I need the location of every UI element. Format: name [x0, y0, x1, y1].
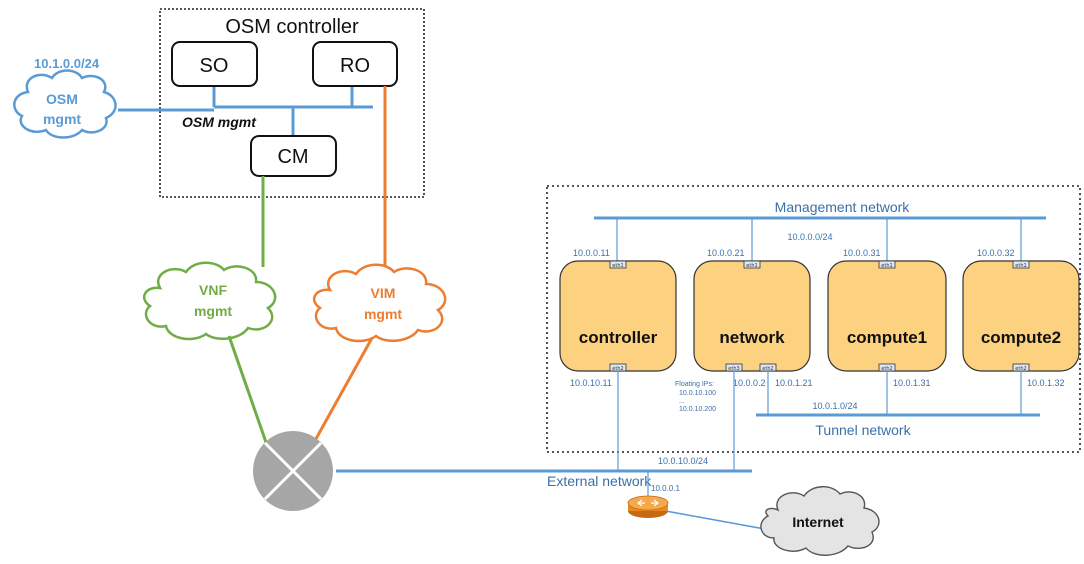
- compute2-eth2-label: eth2: [1015, 366, 1026, 372]
- cm-box: [250, 135, 337, 177]
- tunnel-drops: [767, 371, 1022, 415]
- controller-eth1-label: eth1: [612, 263, 623, 269]
- compute1-eth1-label: eth1: [881, 263, 892, 269]
- controller-eth1-ip: 10.0.0.11: [573, 248, 610, 258]
- network-eth2-ip: 10.0.1.21: [775, 378, 813, 388]
- gateway-ip: 10.0.0.1: [651, 484, 680, 493]
- external-drops: [617, 371, 735, 471]
- router-to-internet-link: [659, 509, 771, 531]
- tunnel-subnet: 10.0.1.0/24: [812, 401, 857, 411]
- router-icon: [627, 495, 669, 518]
- compute2-node-label: compute2: [981, 328, 1061, 347]
- compute1-node-label: compute1: [847, 328, 927, 347]
- osm-mgmt-cloud: [13, 69, 117, 139]
- network-eth2-label: eth2: [762, 366, 773, 372]
- vim-cloud-line1: VIM: [371, 285, 396, 301]
- vim-to-switch-link: [310, 337, 374, 447]
- network-eth1-port: [743, 260, 761, 269]
- network-node: [693, 260, 811, 372]
- compute2-eth1-ip: 10.0.0.32: [977, 248, 1015, 258]
- internet-label: Internet: [792, 514, 844, 530]
- compute1-eth1-ip: 10.0.0.31: [843, 248, 881, 258]
- network-eth3-ip: 10.0.0.2: [733, 378, 766, 388]
- osm-controller-title: OSM controller: [225, 16, 359, 38]
- controller-node-label: controller: [579, 328, 658, 347]
- osm-mgmt-subnet: 10.1.0.0/24: [34, 56, 100, 71]
- network-eth1-label: eth1: [746, 263, 757, 269]
- so-box: [171, 41, 258, 87]
- osm-mgmt-bus-label: OSM mgmt: [182, 114, 257, 130]
- floating-ips-line1: Floating IPs:: [675, 381, 714, 388]
- osm-mgmt-cloud-line2: mgmt: [43, 111, 81, 127]
- management-drops: [616, 218, 1022, 261]
- compute2-eth1-port: [1012, 260, 1030, 269]
- openstack-box: [546, 185, 1081, 453]
- network-node-label: network: [719, 328, 785, 347]
- compute1-eth2-ip: 10.0.1.31: [893, 378, 931, 388]
- ro-box: [312, 41, 398, 87]
- floating-ips-line3: ...: [679, 398, 685, 405]
- ro-label: RO: [340, 55, 370, 77]
- vim-cloud-line2: mgmt: [364, 306, 402, 322]
- management-network-label: Management network: [775, 199, 911, 215]
- floating-ips-line4: 10.0.10.200: [679, 406, 716, 413]
- network-eth1-ip: 10.0.0.21: [707, 248, 745, 258]
- compute2-eth2-ip: 10.0.1.32: [1027, 378, 1065, 388]
- internet-cloud: [760, 486, 880, 556]
- vnf-cloud-line1: VNF: [199, 282, 227, 298]
- vnf-to-switch-link: [227, 335, 270, 449]
- tunnel-network-label: Tunnel network: [815, 422, 911, 438]
- controller-node: [559, 260, 677, 372]
- osm-mgmt-cloud-line1: OSM: [46, 91, 78, 107]
- external-subnet: 10.0.10.0/24: [658, 456, 708, 466]
- compute1-eth1-port: [878, 260, 896, 269]
- controller-eth2-ip: 10.0.10.11: [570, 378, 612, 388]
- compute2-eth1-label: eth1: [1015, 263, 1026, 269]
- vnf-cloud-line2: mgmt: [194, 303, 232, 319]
- external-network-label: External network: [547, 473, 652, 489]
- switch-icon: [253, 431, 333, 511]
- vnf-mgmt-cloud: [142, 261, 277, 341]
- controller-eth1-port: [609, 260, 627, 269]
- so-label: SO: [200, 55, 229, 77]
- network-eth3-label: eth3: [728, 366, 739, 372]
- compute2-node: [962, 260, 1080, 372]
- cm-label: CM: [277, 146, 308, 168]
- vim-mgmt-cloud: [312, 263, 447, 343]
- osm-controller-box: [159, 8, 425, 198]
- management-subnet: 10.0.0.0/24: [787, 232, 832, 242]
- controller-eth2-label: eth2: [612, 366, 623, 372]
- osm-internal-links: [118, 86, 373, 136]
- compute1-eth2-label: eth2: [881, 366, 892, 372]
- floating-ips-line2: 10.0.10.100: [679, 390, 716, 397]
- compute1-node: [827, 260, 947, 372]
